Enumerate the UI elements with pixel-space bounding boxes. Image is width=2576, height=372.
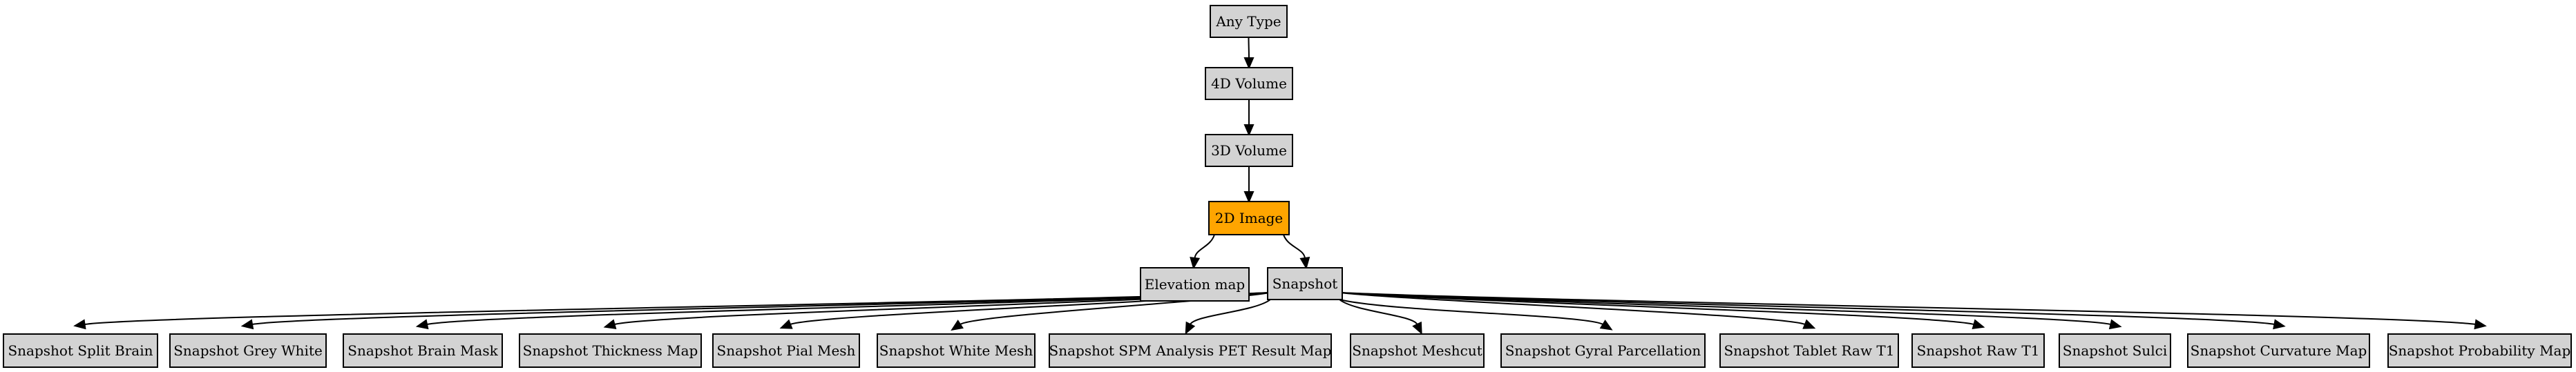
node-box-snapshot-brain-mask bbox=[343, 333, 503, 368]
node-label-snapshot-white-mesh: Snapshot White Mesh bbox=[879, 342, 1033, 359]
node-label-snapshot-curvature-map: Snapshot Curvature Map bbox=[2191, 342, 2367, 359]
node-box-snapshot-curvature-map bbox=[2187, 333, 2370, 368]
node-box-4d-volume bbox=[1205, 67, 1293, 100]
node-box-snapshot-split-brain bbox=[3, 333, 158, 368]
node-box-snapshot-gyral-parcellation bbox=[1500, 333, 1706, 368]
arrowhead-snap-to-s_raw bbox=[1972, 319, 1985, 329]
arrowhead-snap-to-s_tablet bbox=[1802, 319, 1816, 329]
arrowhead-snap-to-s_white bbox=[951, 320, 964, 331]
arrowhead-snap-to-s_prob bbox=[2474, 319, 2487, 330]
node-box-3d-volume bbox=[1205, 134, 1293, 167]
arrowhead-snap-to-s_curv bbox=[2273, 319, 2286, 330]
node-label-snapshot-grey-white: Snapshot Grey White bbox=[173, 342, 323, 359]
arrowhead-snap-to-s_thick bbox=[603, 319, 617, 329]
edge-snap-to-s_curv bbox=[1339, 292, 2275, 325]
node-box-2d-image bbox=[1208, 201, 1290, 235]
node-box-snapshot-white-mesh bbox=[877, 333, 1036, 368]
arrowhead-any-to-v4 bbox=[1243, 57, 1254, 70]
node-2d-image: 2D Image bbox=[1208, 201, 1290, 235]
arrowhead-snap-to-s_sulci bbox=[2108, 319, 2122, 330]
node-3d-volume: 3D Volume bbox=[1205, 134, 1293, 167]
node-snapshot-gyral-parcellation: Snapshot Gyral Parcellation bbox=[1500, 333, 1706, 368]
node-box-snapshot-meshcut bbox=[1350, 333, 1485, 368]
node-snapshot-thickness-map: Snapshot Thickness Map bbox=[519, 333, 702, 368]
node-elevation-map: Elevation map bbox=[1140, 267, 1250, 302]
node-box-snapshot-spm-analysis-pet-result-map bbox=[1049, 333, 1332, 368]
arrowhead-snap-to-s_gyral bbox=[1599, 320, 1613, 331]
node-label-snapshot-sulci: Snapshot Sulci bbox=[2063, 342, 2167, 359]
node-snapshot-tablet-raw-t1: Snapshot Tablet Raw T1 bbox=[1719, 333, 1899, 368]
edge-snap-to-s_prob bbox=[1339, 292, 2476, 325]
node-snapshot-probability-map: Snapshot Probability Map bbox=[2387, 333, 2572, 368]
node-box-any-type bbox=[1210, 5, 1288, 38]
arrowhead-snap-to-s_mask bbox=[415, 319, 429, 330]
node-label-snapshot-pial-mesh: Snapshot Pial Mesh bbox=[717, 342, 856, 359]
edge-snap-to-s_grey bbox=[251, 292, 1271, 325]
node-box-snapshot-raw-t1 bbox=[1911, 333, 2045, 368]
node-box-snapshot bbox=[1267, 267, 1343, 300]
node-label-snapshot-thickness-map: Snapshot Thickness Map bbox=[523, 342, 698, 359]
node-label-snapshot-spm-analysis-pet-result-map: Snapshot SPM Analysis PET Result Map bbox=[1049, 342, 1332, 359]
edge-snap-to-s_tablet bbox=[1339, 292, 1806, 325]
edge-img2-to-snap bbox=[1283, 234, 1306, 259]
node-snapshot-grey-white: Snapshot Grey White bbox=[169, 333, 327, 368]
arrowhead-snap-to-s_grey bbox=[240, 319, 254, 330]
node-label-snapshot-probability-map: Snapshot Probability Map bbox=[2389, 342, 2571, 359]
arrowhead-v4-to-v3 bbox=[1243, 124, 1254, 137]
node-snapshot-brain-mask: Snapshot Brain Mask bbox=[343, 333, 503, 368]
node-snapshot-spm-analysis-pet-result-map: Snapshot SPM Analysis PET Result Map bbox=[1049, 333, 1332, 368]
node-snapshot-raw-t1: Snapshot Raw T1 bbox=[1911, 333, 2045, 368]
edge-any-to-v4 bbox=[1248, 37, 1250, 59]
node-snapshot-split-brain: Snapshot Split Brain bbox=[3, 333, 158, 368]
node-label-snapshot: Snapshot bbox=[1272, 275, 1338, 292]
arrowhead-img2-to-snap bbox=[1299, 257, 1310, 270]
node-box-snapshot-thickness-map bbox=[519, 333, 702, 368]
node-box-snapshot-grey-white bbox=[169, 333, 327, 368]
node-box-snapshot-probability-map bbox=[2387, 333, 2572, 368]
arrowhead-v3-to-img2 bbox=[1243, 191, 1254, 204]
node-label-snapshot-meshcut: Snapshot Meshcut bbox=[1352, 342, 1482, 359]
node-box-elevation-map bbox=[1140, 267, 1250, 302]
edge-snap-to-s_raw bbox=[1339, 292, 1974, 325]
node-snapshot: Snapshot bbox=[1267, 267, 1343, 300]
node-snapshot-meshcut: Snapshot Meshcut bbox=[1350, 333, 1485, 368]
node-label-snapshot-raw-t1: Snapshot Raw T1 bbox=[1917, 342, 2040, 359]
node-4d-volume: 4D Volume bbox=[1205, 67, 1293, 100]
node-box-snapshot-pial-mesh bbox=[712, 333, 860, 368]
node-label-3d-volume: 3D Volume bbox=[1211, 142, 1287, 159]
nodes-layer: Any Type 4D Volume 3D Volume 2D ImageElevat… bbox=[3, 5, 2572, 368]
node-snapshot-pial-mesh: Snapshot Pial Mesh bbox=[712, 333, 860, 368]
node-box-snapshot-sulci bbox=[2059, 333, 2171, 368]
node-label-snapshot-brain-mask: Snapshot Brain Mask bbox=[347, 342, 498, 359]
arrowhead-snap-to-s_pial bbox=[779, 319, 793, 329]
node-label-any-type: Any Type bbox=[1215, 13, 1281, 30]
edge-snap-to-s_spm bbox=[1190, 299, 1271, 325]
node-label-2d-image: 2D Image bbox=[1215, 210, 1284, 226]
edge-img2-to-elev bbox=[1194, 234, 1215, 259]
arrowhead-snap-to-s_spm bbox=[1185, 321, 1196, 335]
node-snapshot-curvature-map: Snapshot Curvature Map bbox=[2187, 333, 2370, 368]
node-label-snapshot-gyral-parcellation: Snapshot Gyral Parcellation bbox=[1505, 342, 1701, 359]
node-label-4d-volume: 4D Volume bbox=[1211, 75, 1287, 92]
arrowhead-snap-to-s_meshcut bbox=[1412, 321, 1422, 335]
node-label-elevation-map: Elevation map bbox=[1145, 276, 1245, 293]
node-box-snapshot-tablet-raw-t1 bbox=[1719, 333, 1899, 368]
node-label-snapshot-split-brain: Snapshot Split Brain bbox=[8, 342, 153, 359]
node-snapshot-sulci: Snapshot Sulci bbox=[2059, 333, 2171, 368]
node-any-type: Any Type bbox=[1210, 5, 1288, 38]
edge-snap-to-s_meshcut bbox=[1339, 299, 1418, 325]
arrowhead-snap-to-s_split bbox=[73, 319, 86, 330]
node-label-snapshot-tablet-raw-t1: Snapshot Tablet Raw T1 bbox=[1724, 342, 1894, 359]
node-snapshot-white-mesh: Snapshot White Mesh bbox=[877, 333, 1036, 368]
edge-snap-to-s_sulci bbox=[1339, 292, 2111, 325]
edge-snap-to-s_gyral bbox=[1339, 299, 1604, 325]
arrowhead-img2-to-elev bbox=[1190, 257, 1201, 270]
